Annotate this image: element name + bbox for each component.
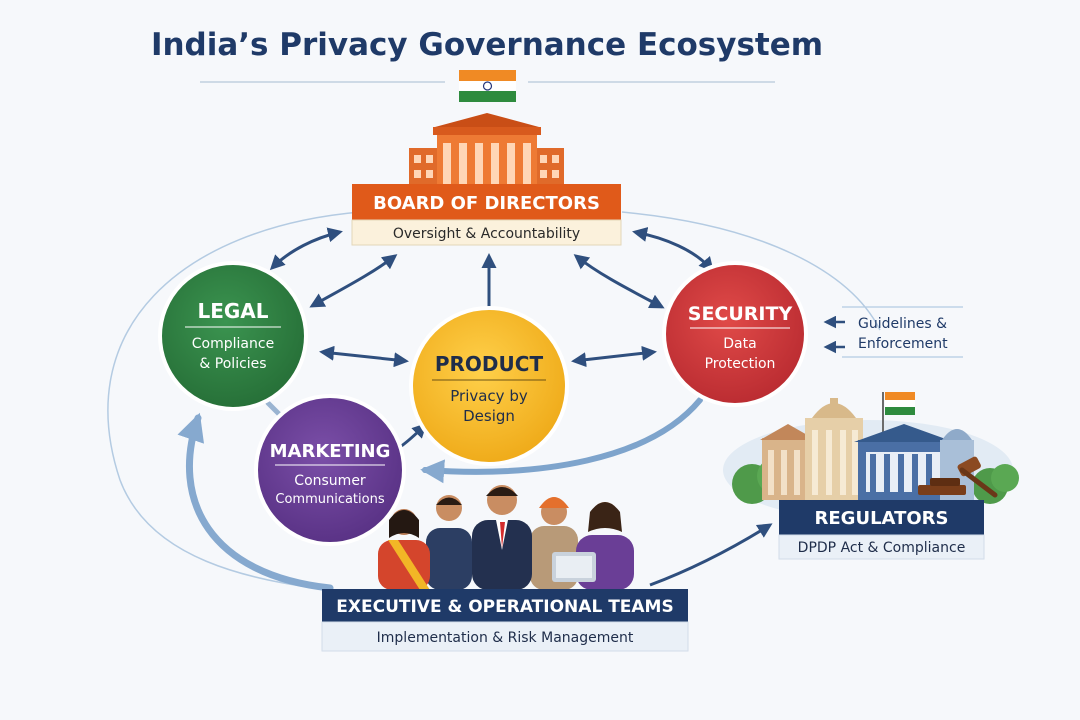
product-line2: Design [463, 407, 515, 425]
guidelines-line1: Guidelines & [858, 316, 947, 332]
outer-loop-arc [107, 211, 361, 591]
regulators-title: REGULATORS [815, 508, 949, 529]
arrow-security-board-inner [573, 254, 665, 309]
legal-title: LEGAL [197, 299, 268, 323]
product-line1: Privacy by [450, 387, 528, 405]
regulators-box: REGULATORS DPDP Act & Compliance [778, 500, 985, 560]
marketing-line2: Communications [275, 492, 384, 507]
board-subtitle: Oversight & Accountability [393, 226, 580, 242]
government-buildings-icon [723, 392, 1019, 520]
regulators-subtitle: DPDP Act & Compliance [798, 540, 966, 556]
security-line1: Data [723, 336, 756, 352]
arrow-product-security [571, 345, 657, 368]
board-building-icon [409, 113, 564, 188]
board-of-directors-box: BOARD OF DIRECTORS Oversight & Accountab… [351, 184, 622, 246]
legal-line2: & Policies [199, 356, 266, 372]
teams-subtitle: Implementation & Risk Management [377, 630, 634, 646]
guidelines-line2: Enforcement [858, 336, 948, 352]
product-title: PRODUCT [435, 352, 544, 376]
security-line2: Protection [705, 356, 776, 372]
lower-loop-arc [420, 397, 703, 484]
security-title: SECURITY [688, 303, 793, 325]
legal-line1: Compliance [192, 336, 274, 352]
guidelines-note: Guidelines & Enforcement [823, 306, 963, 358]
teams-box: EXECUTIVE & OPERATIONAL TEAMS Implementa… [321, 589, 689, 652]
teams-to-regulators-arrow [649, 523, 773, 587]
board-title: BOARD OF DIRECTORS [373, 193, 600, 214]
marketing-title: MARKETING [270, 441, 391, 462]
teams-title: EXECUTIVE & OPERATIONAL TEAMS [336, 597, 673, 617]
marketing-line1: Consumer [294, 473, 366, 489]
arrow-security-board [632, 227, 714, 273]
legal-node: LEGAL Compliance & Policies [158, 261, 308, 411]
security-node: SECURITY Data Protection [662, 261, 808, 407]
arrow-legal-product [319, 345, 409, 368]
team-people-illustration [378, 485, 634, 590]
marketing-node: MARKETING Consumer Communications [254, 394, 406, 546]
product-node: PRODUCT Privacy by Design [409, 306, 569, 466]
arrow-legal-board-inner [309, 254, 398, 308]
arrow-legal-board [269, 227, 343, 271]
india-flag-icon [459, 70, 516, 102]
page-title: India’s Privacy Governance Ecosystem [151, 27, 823, 63]
left-return-arrow [177, 412, 334, 592]
